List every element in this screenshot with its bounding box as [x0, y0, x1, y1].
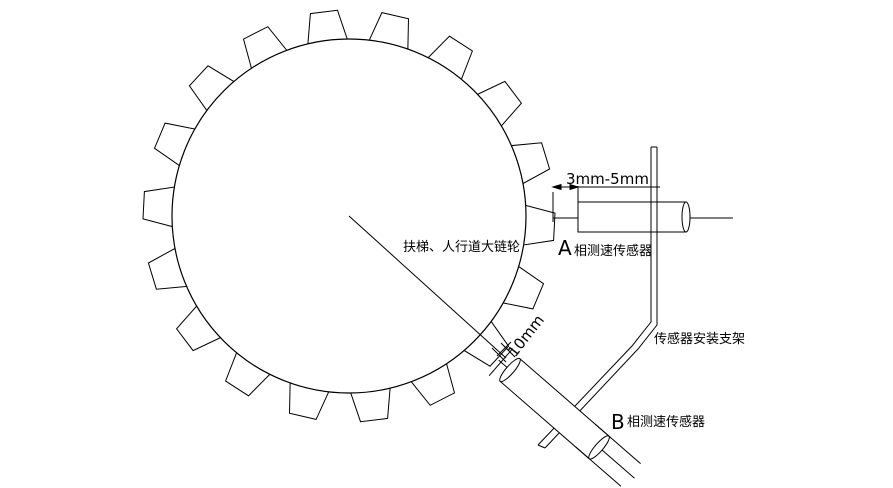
dim-offset — [491, 341, 516, 363]
sensor-b — [488, 348, 641, 487]
bracket-label: 传感器安装支架 — [654, 331, 745, 347]
sensor-a-body — [577, 201, 687, 233]
sensor-a-end — [681, 201, 691, 233]
sensor-b-face — [488, 348, 514, 377]
sensor-b-label: 相测速传感器 — [627, 414, 705, 430]
sensor-b-letter: B — [611, 410, 625, 434]
sensor-a — [552, 192, 733, 233]
sensor-a-label: 相测速传感器 — [574, 243, 652, 259]
gear-label: 扶梯、人行道大链轮 — [403, 240, 520, 255]
dim-offset-label: 10mm — [504, 311, 548, 360]
sensor-b-near-end — [499, 357, 521, 383]
dim-gap — [551, 183, 660, 205]
sensor-bracket — [537, 146, 658, 449]
sensor-b-body — [499, 357, 610, 460]
radius-line — [348, 215, 507, 359]
dim-gap-label: 3mm-5mm — [566, 170, 649, 188]
sensor-a-letter: A — [558, 236, 572, 260]
